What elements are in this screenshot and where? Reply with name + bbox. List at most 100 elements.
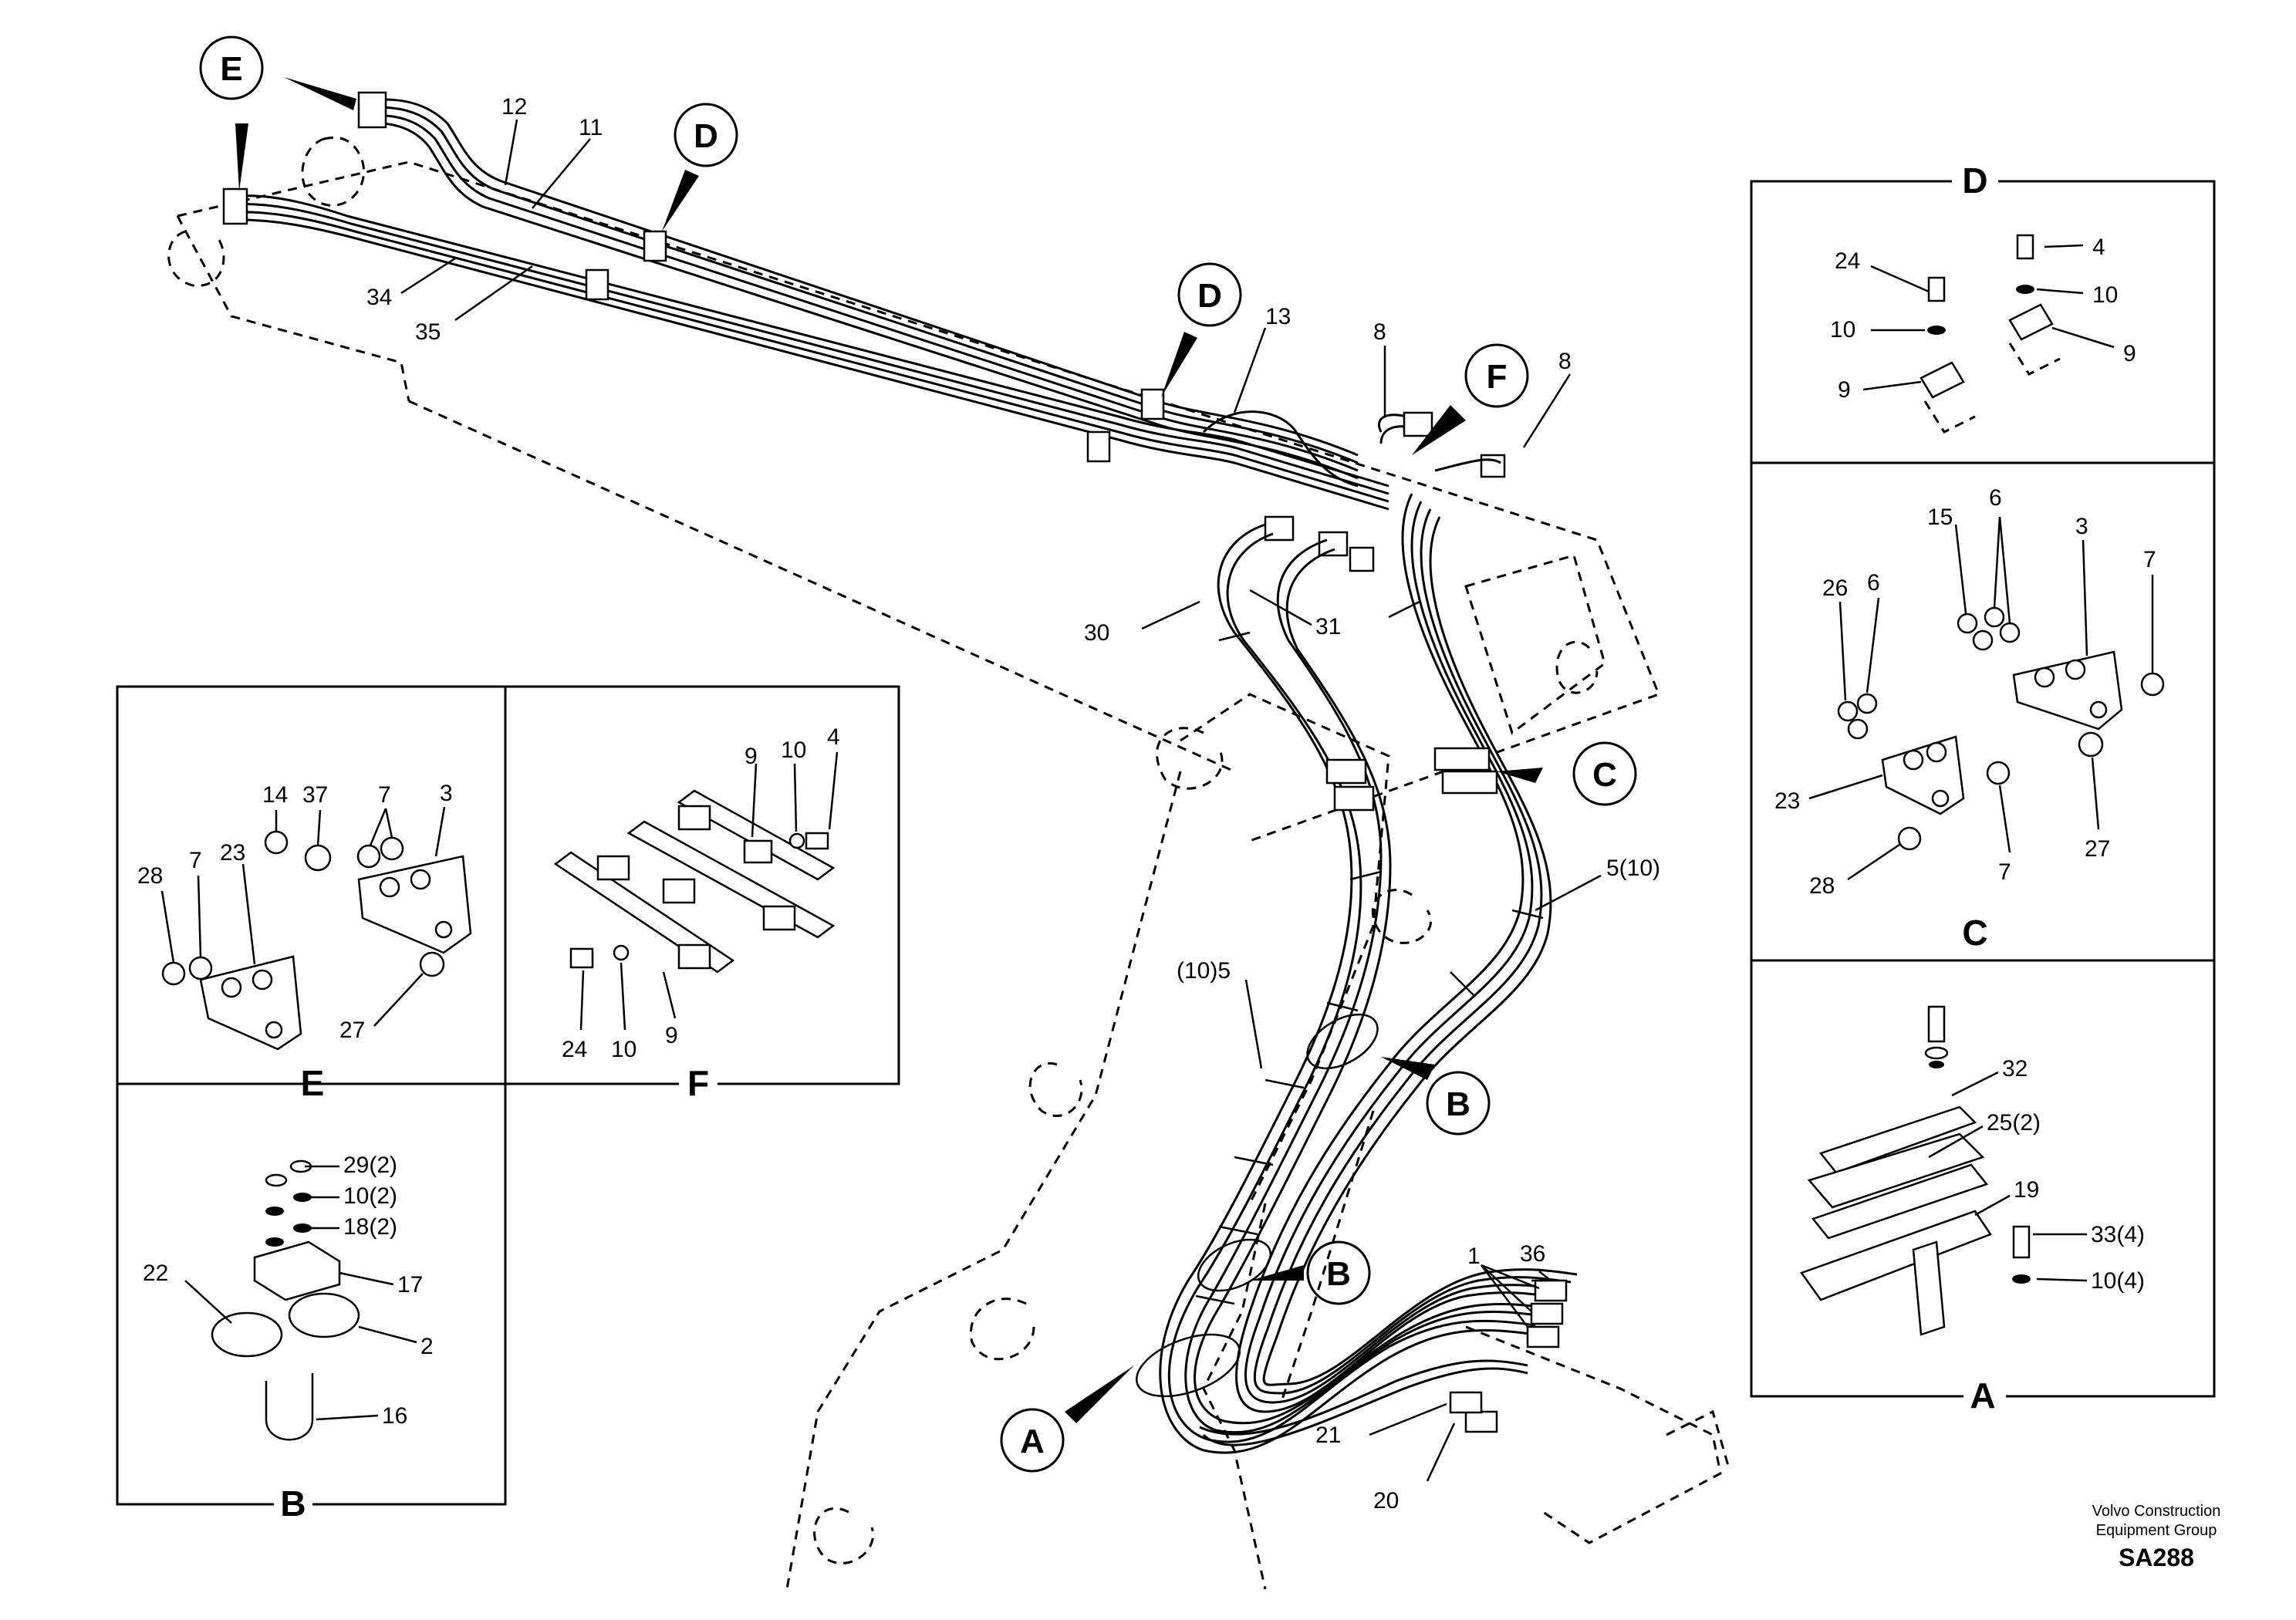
washer-10a bbox=[293, 1193, 312, 1202]
plate-19 bbox=[1800, 1210, 1992, 1301]
bolt-33 bbox=[2012, 1225, 2031, 1259]
callout-e-top[interactable]: E bbox=[199, 35, 264, 100]
nut-7a bbox=[356, 844, 381, 869]
label-f-9b: 9 bbox=[665, 1023, 678, 1048]
callout-letter-d: D bbox=[694, 117, 718, 155]
bolt-26 bbox=[1837, 700, 1859, 722]
block-25b bbox=[1811, 1163, 1989, 1240]
fitting-31b bbox=[1349, 546, 1375, 572]
label-30: 30 bbox=[1084, 620, 1109, 646]
washer-18b bbox=[265, 1237, 284, 1247]
label-b-10: 10(2) bbox=[343, 1183, 397, 1209]
arrow-a bbox=[1065, 1365, 1134, 1423]
clamp-f-b bbox=[662, 878, 696, 904]
callout-letter-b: B bbox=[1326, 1255, 1351, 1293]
bracket-23 bbox=[199, 955, 302, 1051]
end-fitting-1b bbox=[1530, 1302, 1564, 1325]
bolt-6d bbox=[1856, 693, 1878, 714]
arrow-d-top bbox=[662, 170, 699, 231]
callout-d-mid[interactable]: D bbox=[1177, 262, 1242, 327]
washer-18a bbox=[293, 1223, 312, 1233]
bracket-3 bbox=[357, 855, 472, 954]
nut-7c bbox=[188, 956, 213, 980]
label-b-16: 16 bbox=[382, 1403, 407, 1429]
bracket-23-c bbox=[1881, 735, 1965, 815]
label-d-24: 24 bbox=[1835, 248, 1860, 274]
label-31: 31 bbox=[1315, 614, 1341, 640]
bolt-24-d bbox=[1927, 276, 1946, 302]
label-c-6b: 6 bbox=[1867, 570, 1880, 596]
clamp-d-mid bbox=[1140, 388, 1165, 420]
callout-d-top[interactable]: D bbox=[674, 103, 738, 167]
arrow-d-mid bbox=[1161, 332, 1197, 397]
company-line-1: Volvo Construction bbox=[2092, 1503, 2221, 1520]
clamp-d-lower bbox=[585, 268, 609, 301]
clamp-d-mid2 bbox=[1086, 430, 1111, 463]
plate-17 bbox=[253, 1240, 341, 1301]
nut-7b bbox=[380, 836, 404, 861]
label-b-18: 18(2) bbox=[343, 1214, 397, 1240]
label-b-22: 22 bbox=[143, 1261, 168, 1286]
nut-7-c2 bbox=[1986, 761, 2011, 785]
clamp-2 bbox=[288, 1292, 360, 1338]
label-a-32: 32 bbox=[2002, 1056, 2028, 1082]
u-bolt-16 bbox=[265, 1373, 314, 1441]
footer-credit: Volvo Construction Equipment Group SA288 bbox=[2092, 1503, 2221, 1571]
end-fitting-20 bbox=[1464, 1410, 1498, 1433]
callout-letter-e: E bbox=[220, 50, 242, 88]
callout-letter-b: B bbox=[1446, 1085, 1470, 1123]
label-35: 35 bbox=[415, 319, 441, 345]
arrow-e-down bbox=[235, 123, 248, 191]
clamp-9-f bbox=[743, 839, 773, 864]
clamp-f-a bbox=[596, 855, 630, 881]
bolt-4-f bbox=[805, 832, 829, 850]
clamp-d-upper bbox=[643, 230, 667, 262]
nut-14 bbox=[264, 830, 289, 855]
nut-28 bbox=[161, 961, 186, 986]
washer-a-top bbox=[1924, 1046, 1949, 1060]
label-36: 36 bbox=[1520, 1241, 1545, 1267]
washer-10-f2 bbox=[613, 944, 630, 961]
nut-7-c bbox=[2140, 672, 2165, 697]
label-21: 21 bbox=[1315, 1423, 1341, 1448]
clamp-9-d2 bbox=[2008, 303, 2054, 341]
label-34: 34 bbox=[366, 285, 392, 310]
arrow-f bbox=[1412, 405, 1466, 455]
label-b-2: 2 bbox=[420, 1334, 434, 1359]
label-f-10b: 10 bbox=[611, 1037, 636, 1062]
label-e-7a: 7 bbox=[378, 782, 391, 808]
main-part-labels: 12 11 34 35 13 8 8 30 31 5(10) (10)5 1 3… bbox=[366, 94, 1660, 1514]
label-e-23: 23 bbox=[220, 840, 245, 866]
fitting-right bbox=[1480, 454, 1506, 478]
label-f-4: 4 bbox=[827, 724, 840, 750]
callout-letter-d: D bbox=[1197, 277, 1222, 315]
detail-panel-b: B 29(2) 10(2) 18(2) 22 17 2 16 bbox=[116, 1082, 507, 1524]
block-25 bbox=[1807, 1132, 1985, 1209]
label-c-7a: 7 bbox=[2143, 547, 2156, 572]
washer-10-d1 bbox=[1927, 326, 1946, 335]
nut-29b bbox=[265, 1173, 288, 1187]
drawing-code: SA288 bbox=[2119, 1544, 2194, 1571]
callout-b-lower[interactable]: B bbox=[1306, 1240, 1371, 1305]
arm-hose-runs bbox=[1135, 493, 1578, 1454]
callout-b-upper[interactable]: B bbox=[1426, 1071, 1491, 1136]
callout-c-right[interactable]: C bbox=[1572, 741, 1637, 806]
label-f-10a: 10 bbox=[781, 737, 806, 763]
washer-10-d2 bbox=[2016, 285, 2034, 294]
label-11: 11 bbox=[579, 115, 603, 140]
callout-a-bottom[interactable]: A bbox=[1000, 1408, 1065, 1473]
callout-letter-f: F bbox=[1487, 358, 1508, 396]
bolt-24-f bbox=[569, 947, 594, 969]
callout-f-top[interactable]: F bbox=[1464, 343, 1529, 408]
label-c-6a: 6 bbox=[1989, 485, 2002, 511]
coupler-left-2 bbox=[1333, 785, 1375, 812]
coupler-c-2 bbox=[1441, 770, 1498, 795]
clamp-f-e bbox=[677, 943, 711, 970]
bolt-15a bbox=[1957, 613, 1978, 634]
fitting-30 bbox=[1264, 515, 1295, 542]
label-c-27: 27 bbox=[2085, 836, 2110, 862]
panel-title-a: A bbox=[1970, 1375, 1995, 1416]
end-fitting-21 bbox=[1449, 1391, 1483, 1414]
label-d-4: 4 bbox=[2092, 235, 2105, 260]
label-8-right: 8 bbox=[1558, 349, 1572, 374]
